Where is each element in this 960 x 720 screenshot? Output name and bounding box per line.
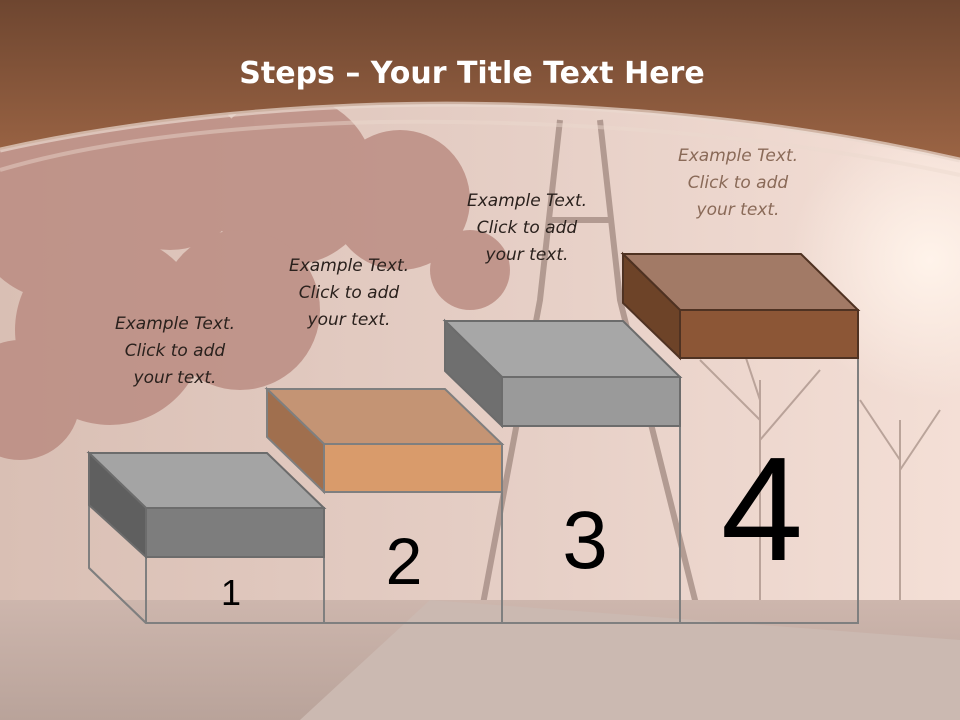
step-1-block[interactable] xyxy=(86,450,327,560)
title-bold: Steps xyxy=(239,56,335,91)
step-2-number: 2 xyxy=(386,524,423,598)
step-2-block[interactable] xyxy=(264,386,505,495)
step-4-caption[interactable]: Example Text. Click to add your text. xyxy=(653,143,823,224)
caption-line: Click to add xyxy=(298,283,400,303)
caption-line: Click to add xyxy=(124,341,226,361)
step-3-block[interactable] xyxy=(442,318,683,429)
step-1-number: 1 xyxy=(221,572,241,613)
step-4-block[interactable] xyxy=(620,251,861,361)
slide-title[interactable]: Steps – Your Title Text Here xyxy=(0,56,944,91)
caption-line: your text. xyxy=(133,368,217,388)
caption-line: Example Text. xyxy=(288,256,410,276)
step-4-column xyxy=(680,358,859,624)
caption-line: Example Text. xyxy=(466,191,588,211)
caption-line: Click to add xyxy=(687,173,789,193)
caption-line: Example Text. xyxy=(677,146,799,166)
step-4-number: 4 xyxy=(721,427,803,592)
step-3-caption[interactable]: Example Text. Click to add your text. xyxy=(442,188,612,269)
step-1-caption[interactable]: Example Text. Click to add your text. xyxy=(90,311,260,392)
caption-line: your text. xyxy=(485,245,569,265)
step-2-caption[interactable]: Example Text. Click to add your text. xyxy=(264,253,434,334)
caption-line: Example Text. xyxy=(114,314,236,334)
step-3-number: 3 xyxy=(562,495,608,586)
caption-line: your text. xyxy=(696,200,780,220)
title-rest: – Your Title Text Here xyxy=(334,56,705,91)
caption-line: Click to add xyxy=(476,218,578,238)
caption-line: your text. xyxy=(307,310,391,330)
